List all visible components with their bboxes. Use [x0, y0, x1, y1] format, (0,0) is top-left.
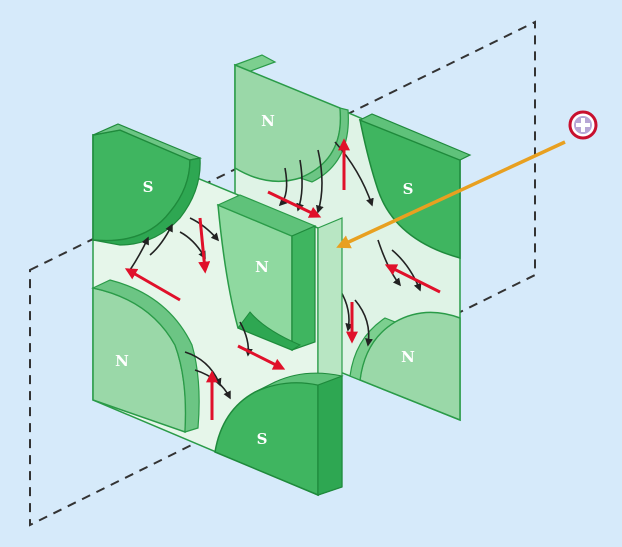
particle-path: [336, 140, 566, 249]
force-arrows-front: [124, 217, 286, 420]
magnet-pole-front-bottom-right: S: [214, 372, 344, 497]
magnet-pole-front-center-right: N: [216, 194, 317, 352]
magnet-pole-back-top-left: N: [234, 63, 349, 183]
magnet-pole-back-top-right: S: [358, 113, 472, 259]
positive-particle-icon: [568, 110, 598, 140]
pole-label-back-bottom-right: N: [401, 348, 415, 366]
pole-label-front-bottom-left: N: [115, 352, 129, 370]
magnet-pole-front-top-left: S: [92, 123, 203, 246]
cutting-plane: [29, 20, 536, 527]
magnet-pole-back-bottom-right: N: [349, 311, 461, 422]
pole-label-back-top-left: N: [261, 112, 275, 130]
magnet-pole-front-bottom-left: N: [91, 279, 200, 434]
force-arrows-back: [267, 138, 441, 344]
pole-label-back-top-right: S: [403, 180, 414, 198]
pole-label-front-bottom-right: S: [257, 430, 268, 448]
field-lines-front: [129, 217, 253, 400]
pole-label-front-top-left: S: [143, 178, 154, 196]
pole-label-front-center-right: N: [255, 258, 269, 276]
